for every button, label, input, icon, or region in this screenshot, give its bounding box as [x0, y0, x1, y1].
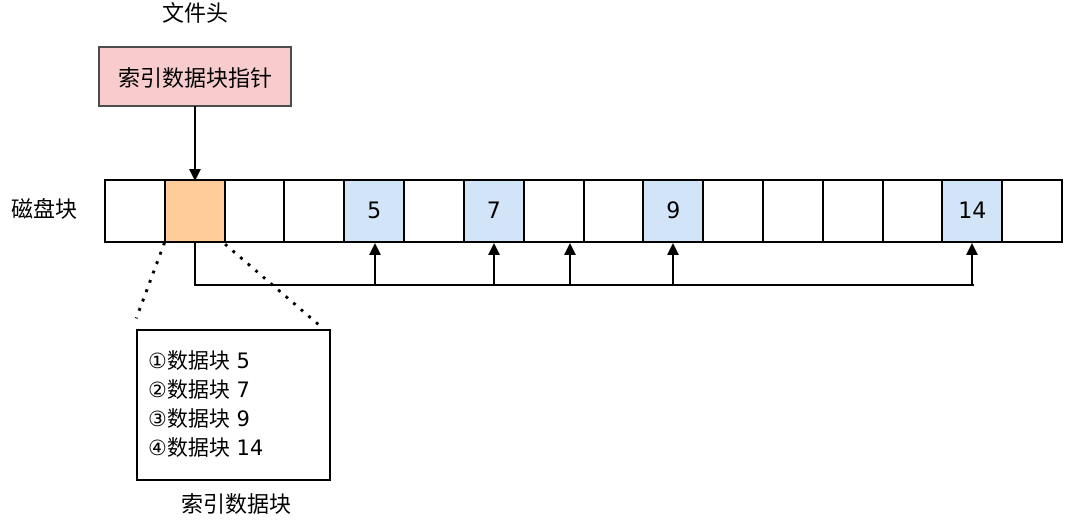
- pointer-arrow-head-icon: [189, 169, 201, 181]
- disk-block-14: 14: [943, 181, 1004, 241]
- up-arrow-stem-0: [373, 253, 376, 285]
- disk-block-2: [225, 181, 286, 241]
- up-arrow-stem-1: [493, 253, 496, 285]
- disk-block-10: [704, 181, 764, 241]
- disk-block-9: 9: [644, 181, 705, 241]
- bus-drop-line: [194, 241, 196, 286]
- index-pointer-box: 索引数据块指针: [98, 46, 292, 107]
- bus-line: [194, 284, 974, 286]
- index-entry-0: ①数据块 5: [148, 349, 250, 373]
- pointer-arrow-line: [194, 106, 196, 170]
- up-arrow-stem-4: [970, 253, 973, 285]
- up-arrow-head-icon-4: [965, 243, 978, 255]
- index-entry-3: ④数据块 14: [148, 436, 264, 460]
- up-arrow-head-icon-1: [488, 243, 501, 255]
- disk-block-4: 5: [345, 181, 406, 241]
- disk-block-15: [1003, 181, 1061, 241]
- index-entry-1: ②数据块 7: [148, 378, 250, 402]
- index-pointer-box-label: 索引数据块指针: [117, 66, 272, 92]
- disk-block-1: [165, 181, 226, 241]
- index-block-box: ①数据块 5 ②数据块 7 ③数据块 9 ④数据块 14: [136, 329, 331, 481]
- file-header-label: 文件头: [161, 2, 228, 27]
- disk-block-3: [285, 181, 346, 241]
- disk-block-0: [106, 181, 166, 241]
- disk-row-label: 磁盘块: [10, 198, 77, 223]
- index-block-label: 索引数据块: [180, 493, 291, 518]
- disk-block-13: [883, 181, 944, 241]
- up-arrow-head-icon-0: [368, 243, 381, 255]
- up-arrow-stem-3: [672, 253, 675, 285]
- disk-block-12: [823, 181, 884, 241]
- index-entry-2: ③数据块 9: [148, 407, 250, 431]
- up-arrow-head-icon-2: [564, 243, 576, 255]
- disk-block-5: [405, 181, 465, 241]
- disk-block-6: 7: [464, 181, 525, 241]
- up-arrow-stem-2: [569, 253, 571, 285]
- dotted-connector-left: [134, 241, 166, 319]
- up-arrow-head-icon-3: [667, 243, 680, 255]
- disk-block-11: [763, 181, 824, 241]
- disk-block-8: [584, 181, 645, 241]
- disk-block-7: [524, 181, 585, 241]
